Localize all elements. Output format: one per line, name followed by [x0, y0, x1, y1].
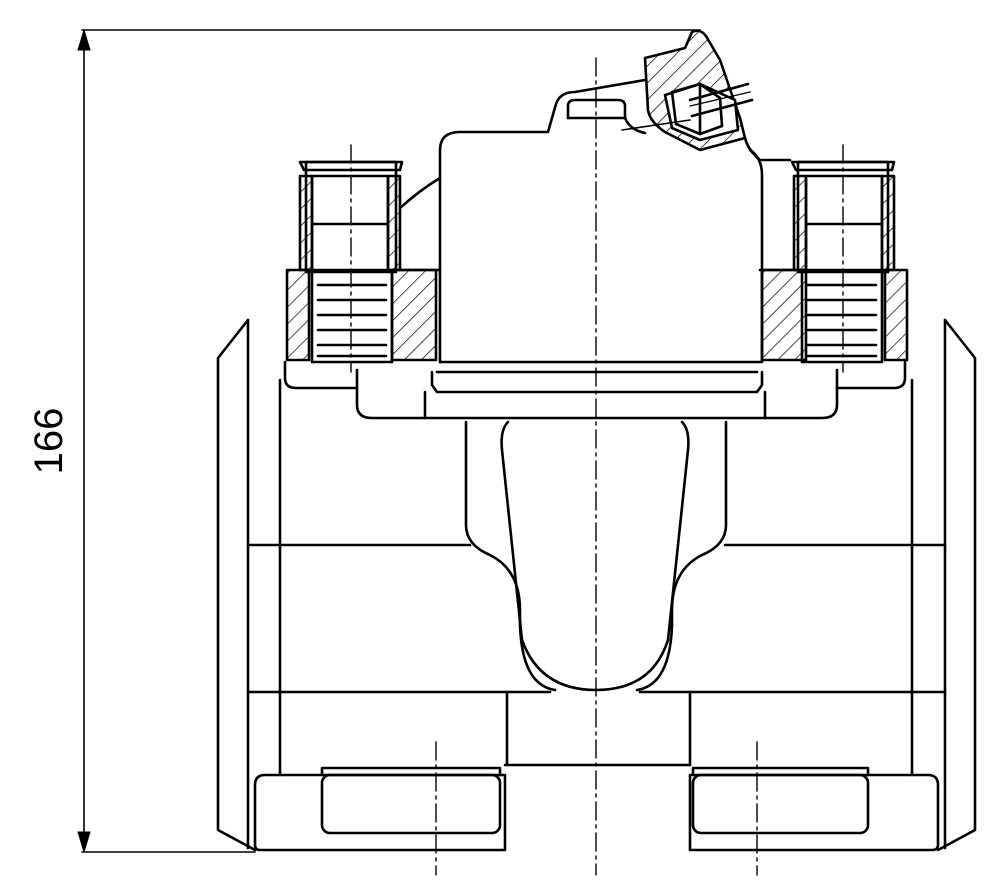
cylinder-housing — [283, 78, 907, 420]
dimension-value: 166 — [27, 408, 71, 475]
brake-pads — [253, 763, 940, 852]
left-guide-pin — [285, 160, 438, 364]
height-dimension — [77, 29, 701, 853]
bracket-body — [216, 318, 977, 852]
center-lines — [350, 57, 844, 876]
right-guide-pin — [760, 160, 909, 364]
bleed-valve — [621, 29, 762, 162]
